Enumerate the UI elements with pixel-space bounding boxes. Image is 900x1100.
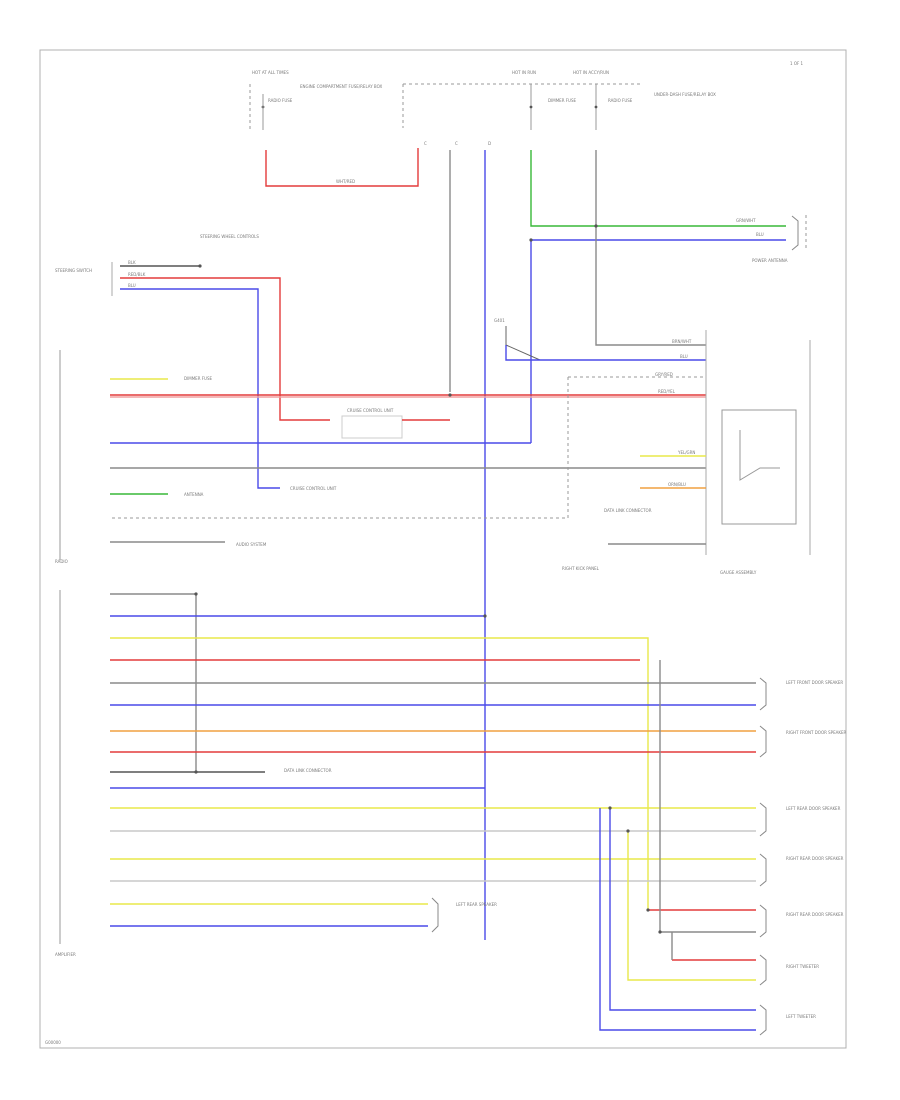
speaker-left-rear: LEFT REAR SPEAKER xyxy=(431,897,497,933)
svg-text:LEFT REAR DOOR SPEAKER: LEFT REAR DOOR SPEAKER xyxy=(786,806,841,811)
svg-text:CRUISE CONTROL UNIT: CRUISE CONTROL UNIT xyxy=(347,408,394,413)
svg-text:C: C xyxy=(424,141,427,146)
svg-text:RED/YEL: RED/YEL xyxy=(658,389,676,394)
wire-red-steering xyxy=(120,277,330,421)
svg-text:YEL/GRN: YEL/GRN xyxy=(677,450,695,455)
svg-text:DIMMER FUSE: DIMMER FUSE xyxy=(548,98,577,103)
speaker-right-tweeter: RIGHT TWEETER xyxy=(759,954,819,986)
svg-text:GRY/RED: GRY/RED xyxy=(655,372,673,377)
svg-text:RIGHT FRONT DOOR SPEAKER: RIGHT FRONT DOOR SPEAKER xyxy=(786,730,847,735)
label-audio: AUDIO SYSTEM xyxy=(236,542,267,547)
svg-text:LEFT FRONT DOOR SPEAKER: LEFT FRONT DOOR SPEAKER xyxy=(786,680,843,685)
svg-text:ENGINE COMPARTMENT FUSE/RELAY: ENGINE COMPARTMENT FUSE/RELAY BOX xyxy=(300,84,382,89)
amplifier-wires xyxy=(110,593,756,927)
wire-gray-gauge xyxy=(595,150,706,346)
radio-unit: RADIO AMPLIFIER xyxy=(55,350,76,957)
wire-blue-antenna xyxy=(530,239,786,443)
svg-text:AMPLIFIER: AMPLIFIER xyxy=(55,952,76,957)
top-connectors: C C D xyxy=(424,141,491,146)
svg-text:BLU: BLU xyxy=(756,232,764,237)
svg-text:RIGHT TWEETER: RIGHT TWEETER xyxy=(786,964,819,969)
speaker-left-front: LEFT FRONT DOOR SPEAKER xyxy=(759,677,843,711)
speaker-right-front: RIGHT FRONT DOOR SPEAKER xyxy=(759,725,847,758)
radio-dashed-path xyxy=(110,376,706,519)
speaker-left-tweeter: LEFT TWEETER xyxy=(759,1004,816,1036)
svg-text:BLU: BLU xyxy=(680,354,688,359)
svg-text:LEFT REAR SPEAKER: LEFT REAR SPEAKER xyxy=(456,902,497,907)
svg-text:UNDER-DASH FUSE/RELAY BOX: UNDER-DASH FUSE/RELAY BOX xyxy=(654,92,716,97)
footer-code: G00000 xyxy=(45,1040,61,1045)
cruise-control-unit: CRUISE CONTROL UNIT xyxy=(341,408,403,439)
steering-switch: STEERING SWITCH STEERING WHEEL CONTROLS xyxy=(55,234,259,296)
svg-text:RIGHT REAR DOOR SPEAKER: RIGHT REAR DOOR SPEAKER xyxy=(786,856,844,861)
svg-text:RED/BLK: RED/BLK xyxy=(128,272,146,277)
label-cruise2: CRUISE CONTROL UNIT xyxy=(290,486,337,491)
svg-text:RIGHT REAR DOOR SPEAKER: RIGHT REAR DOOR SPEAKER xyxy=(786,912,844,917)
svg-text:HOT IN ACCY/RUN: HOT IN ACCY/RUN xyxy=(573,70,609,75)
svg-text:HOT AT ALL TIMES: HOT AT ALL TIMES xyxy=(252,70,289,75)
wire-green-antenna xyxy=(530,150,786,227)
svg-text:D: D xyxy=(488,141,491,146)
engine-fuse-box: HOT AT ALL TIMES RADIO FUSE ENGINE COMPA… xyxy=(249,70,382,132)
underdash-fuse-box: HOT IN RUN HOT IN ACCY/RUN DIMMER FUSE R… xyxy=(402,70,716,130)
speaker-left-rear-door: LEFT REAR DOOR SPEAKER xyxy=(759,802,841,837)
svg-text:G401: G401 xyxy=(494,318,505,323)
svg-text:WHT/RED: WHT/RED xyxy=(336,179,355,184)
svg-text:STEERING WHEEL CONTROLS: STEERING WHEEL CONTROLS xyxy=(200,234,259,239)
svg-text:BLK: BLK xyxy=(128,260,136,265)
wire-blue-steering xyxy=(120,288,280,489)
svg-text:GAUGE ASSEMBLY: GAUGE ASSEMBLY xyxy=(720,570,757,575)
label-data-link2: DATA LINK CONNECTOR xyxy=(284,768,332,773)
svg-text:RADIO FUSE: RADIO FUSE xyxy=(268,98,293,103)
wire-red-fuse xyxy=(265,148,419,187)
antenna-connector: POWER ANTENNA xyxy=(752,215,807,263)
tweeter-wires xyxy=(599,660,756,1031)
ground-g401: G401 xyxy=(494,318,706,361)
svg-text:LEFT TWEETER: LEFT TWEETER xyxy=(786,1014,816,1019)
svg-text:C: C xyxy=(455,141,458,146)
svg-text:POWER ANTENNA: POWER ANTENNA xyxy=(752,258,788,263)
svg-text:RADIO FUSE: RADIO FUSE xyxy=(608,98,633,103)
label-dimmer: DIMMER FUSE xyxy=(184,376,213,381)
label-antenna: ANTENNA xyxy=(184,492,204,497)
svg-text:BLU: BLU xyxy=(128,283,136,288)
svg-text:RADIO: RADIO xyxy=(55,559,68,564)
svg-text:HOT IN RUN: HOT IN RUN xyxy=(512,70,536,75)
svg-text:BRN/WHT: BRN/WHT xyxy=(672,339,692,344)
gauge-assembly: GAUGE ASSEMBLY xyxy=(705,330,811,575)
speaker-right-rear-door: RIGHT REAR DOOR SPEAKER xyxy=(759,853,844,887)
svg-text:GRN/WHT: GRN/WHT xyxy=(736,218,756,223)
speaker-right-rear: RIGHT REAR DOOR SPEAKER xyxy=(759,904,844,938)
svg-text:ORN/BLU: ORN/BLU xyxy=(668,482,686,487)
svg-text:RIGHT KICK PANEL: RIGHT KICK PANEL xyxy=(562,566,600,571)
junction-dots xyxy=(194,224,662,934)
corner-label: 1 OF 1 xyxy=(790,61,804,66)
diagram-frame xyxy=(39,49,847,1049)
svg-text:DATA LINK CONNECTOR: DATA LINK CONNECTOR xyxy=(604,508,652,513)
svg-text:STEERING SWITCH: STEERING SWITCH xyxy=(55,268,92,273)
